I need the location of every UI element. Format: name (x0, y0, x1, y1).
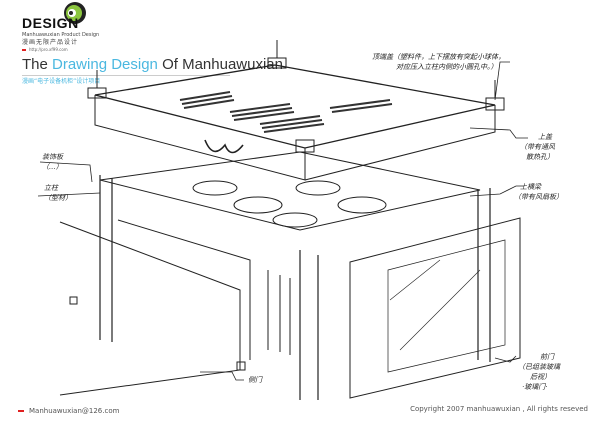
logo-subtitle: Manhuawuxian Product Design (22, 32, 100, 38)
page-title: The Drawing Design Of Manhuawuxian (22, 56, 283, 73)
logo-chinese: 漫画无限产品设计 (22, 39, 79, 46)
annotation-top-cover: 上盖 （带有通风 散热孔） (520, 132, 555, 162)
eye-logo-icon (64, 2, 86, 24)
title-pre: The (22, 56, 53, 73)
annotation-line: 上横梁 (520, 183, 541, 191)
annotation-line: （带有风扇板） (514, 193, 563, 201)
logo-url: http://pro.xf99.com (22, 47, 68, 52)
leader-lines (37, 61, 528, 381)
annotation-line: （...） (42, 163, 63, 171)
title-highlight: Drawing Design (52, 56, 158, 73)
annotation-upper-beam: 上横梁 （带有风扇板） (514, 182, 563, 202)
annotation-line: 对应压入立柱内侧的小圆孔中。） (396, 63, 498, 71)
title-divider (22, 75, 230, 76)
annotation-line: ·玻璃门· (522, 383, 548, 391)
pillars (99, 175, 491, 400)
annotation-line: 前门 (540, 353, 554, 361)
annotation-line: （带有通风 (520, 143, 555, 151)
annotation-trim-panel: 装饰板 （...） (42, 152, 63, 172)
annotation-line: 后视） (530, 373, 551, 381)
side-door-panel (59, 219, 251, 396)
annotation-line: 上盖 (538, 133, 552, 141)
annotation-pillar: 立柱 （型材） (44, 183, 72, 203)
annotation-front-door: 前门 （已组装玻璃 后视） ·玻璃门· (518, 352, 560, 392)
corner-caps (87, 40, 505, 153)
annotation-line: 装饰板 (42, 153, 63, 161)
annotation-top-cap: 顶端盖（塑料件，上下摆放有突起小球体， 对应压入立柱内侧的小圆孔中。） (372, 52, 505, 72)
annotation-line: 顶端盖（塑料件，上下摆放有突起小球体， (372, 53, 505, 61)
upper-beam (99, 151, 481, 231)
annotation-side-door: 侧门 (248, 376, 262, 384)
top-cover (94, 64, 496, 181)
annotation-line: 散热孔） (526, 153, 554, 161)
page-subtitle: 漫画“电子设备机柜”设计项目 (22, 78, 101, 85)
annotation-line: （已组装玻璃 (518, 363, 560, 371)
front-door-panel (267, 217, 521, 399)
annotation-line: （型材） (44, 194, 72, 202)
footer-email: Manhuawuxian@126.com (18, 407, 119, 416)
logo-word: DESIGN (22, 15, 79, 31)
footer-copyright: Copyright 2007 manhuawuxian , All rights… (410, 405, 588, 413)
annotation-line: 立柱 (44, 184, 58, 192)
brand-logo: DESIGN Manhuawuxian Product Design 漫画无限产… (22, 2, 132, 54)
